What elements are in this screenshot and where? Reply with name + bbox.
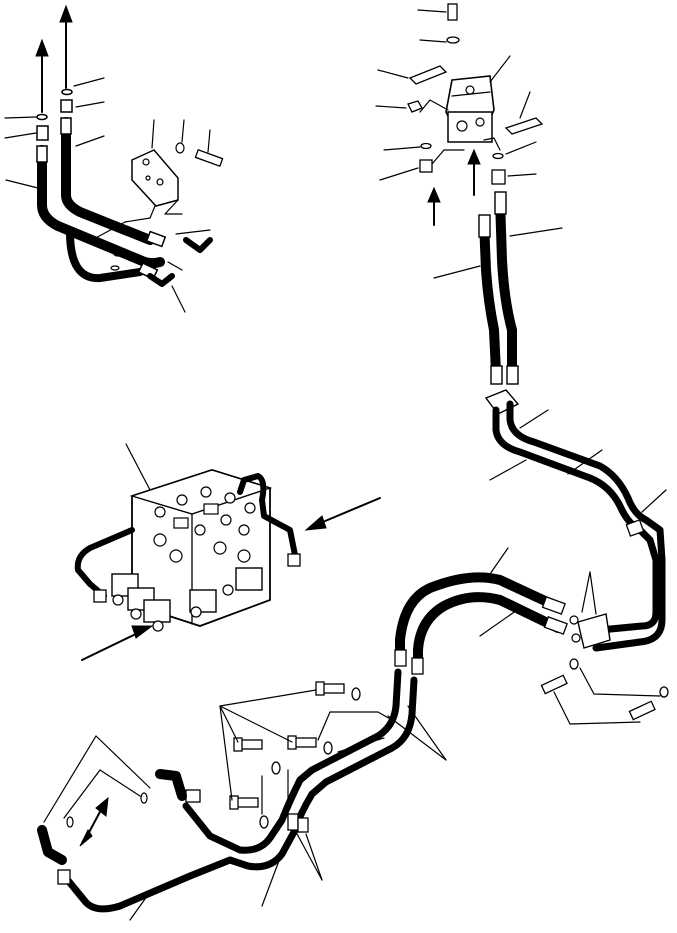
mounting-block-part xyxy=(131,149,179,207)
elbow-fitting-part xyxy=(147,273,175,287)
hose-run-group xyxy=(394,191,667,675)
flex-hose-b xyxy=(414,593,562,668)
steering-pump-group xyxy=(375,3,544,226)
steel-tube-b xyxy=(508,402,664,650)
tee-block-part xyxy=(577,613,611,649)
fitting-part xyxy=(419,159,433,173)
elbow-fitting-part xyxy=(156,770,186,800)
washer-part xyxy=(446,36,460,44)
lower-tube-group xyxy=(37,668,447,921)
flex-hose-a xyxy=(396,573,560,660)
lower-tube-a xyxy=(184,670,400,853)
up-arrow-right xyxy=(59,4,73,89)
bolt-part xyxy=(628,700,656,721)
nut-part xyxy=(407,100,423,113)
o-ring-part xyxy=(61,88,73,96)
elbow-fitting-part xyxy=(183,237,213,253)
mounting-block-group xyxy=(91,119,224,271)
o-ring-part xyxy=(420,142,432,150)
mounting-hardware-group xyxy=(219,658,669,829)
pressure-hose xyxy=(480,218,500,376)
bolt-part xyxy=(540,674,568,695)
return-hose xyxy=(496,196,516,376)
control-valve-group xyxy=(74,443,381,661)
elbow-fitting-part xyxy=(38,826,66,864)
union-fitting-part xyxy=(60,99,73,113)
shim-part xyxy=(504,117,544,135)
valve-fittings-group xyxy=(4,4,213,313)
up-arrow-left xyxy=(35,38,49,113)
leader-lines-top-left xyxy=(4,77,211,313)
steel-tube-a xyxy=(494,408,658,632)
shim-part xyxy=(408,65,448,85)
o-ring-part xyxy=(36,113,48,121)
bolt-part xyxy=(447,3,458,21)
lower-tube-b xyxy=(64,678,416,911)
bolt-part xyxy=(194,148,224,168)
union-fitting-part xyxy=(36,125,49,141)
washer-part xyxy=(175,142,185,154)
